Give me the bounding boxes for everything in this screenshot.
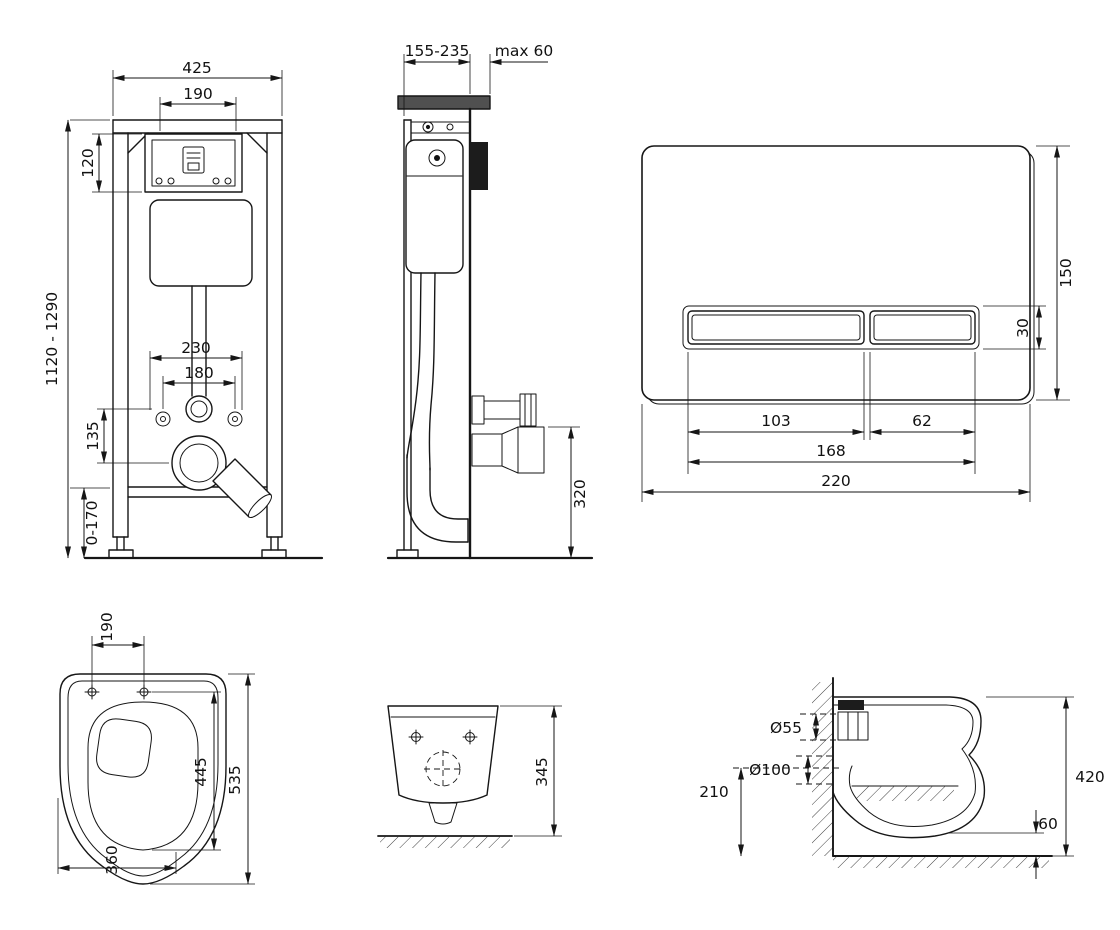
dim-bowl-bolt-spacing: 190 <box>98 612 116 642</box>
bowl-front-dimensions: 345 <box>500 705 562 837</box>
dim-button-large-width: 103 <box>761 412 791 430</box>
bowl-outline <box>59 673 227 885</box>
wall-hatch <box>812 682 833 856</box>
trap-outline <box>96 718 152 778</box>
dim-drain-offset: 135 <box>84 421 102 451</box>
dim-bowl-total-height: 420 <box>1075 768 1105 786</box>
dim-frame-width: 425 <box>182 59 212 77</box>
dim-frame-depth: 155-235 <box>405 42 470 60</box>
water-hatch <box>856 786 954 801</box>
dim-buttons-total-width: 168 <box>816 442 846 460</box>
dim-plate-width: 220 <box>821 472 851 490</box>
dim-button-small-width: 62 <box>912 412 932 430</box>
inlet-connector <box>837 711 869 741</box>
top-fixing-rail <box>397 95 491 110</box>
cistern-side <box>405 139 464 274</box>
flush-button-small <box>869 310 976 345</box>
fixing-points <box>155 395 243 427</box>
dim-inlet-diameter: Ø55 <box>770 719 802 737</box>
ground-hatch-front <box>380 836 510 848</box>
flush-plate <box>641 145 1031 401</box>
bowl-opening <box>87 701 199 851</box>
dim-frame-plate-height: 120 <box>79 148 97 178</box>
dim-max-finish: max 60 <box>495 42 553 60</box>
bowl-top-view: 190 445 535 360 <box>57 612 255 885</box>
dim-foot-adjust: 0-170 <box>83 500 101 545</box>
dim-supply-spacing: 230 <box>181 339 211 357</box>
bolt-marks <box>408 729 478 745</box>
dim-bolt-spacing: 180 <box>184 364 214 382</box>
wall-connectors <box>471 393 545 474</box>
dim-plate-height: 150 <box>1057 258 1075 288</box>
fixing-hole-marks <box>84 684 152 700</box>
bowl-front-view: 345 <box>377 705 562 848</box>
bowl-top-dimensions: 190 445 535 360 <box>57 612 255 885</box>
cistern-tank <box>149 199 253 287</box>
flush-bend-pipe <box>406 272 469 543</box>
dim-bowl-depth: 535 <box>226 765 244 795</box>
frame-side-dimensions: 155-235 max 60 320 <box>403 42 589 559</box>
bowl-side-profile <box>832 696 986 839</box>
bowl-outlet-stub <box>428 802 458 825</box>
dim-floor-clearance: 60 <box>1038 815 1058 833</box>
dim-button-height: 30 <box>1014 318 1032 338</box>
bowl-side-dimensions: Ø55 Ø100 210 420 60 <box>699 696 1105 879</box>
cistern-access-box <box>144 133 243 193</box>
flush-button-large <box>687 310 865 345</box>
button-recess <box>682 305 980 350</box>
wall-bracket <box>470 142 488 190</box>
dim-outlet-center-height: 210 <box>699 783 729 801</box>
bowl-side-view: Ø55 Ø100 210 420 60 <box>699 677 1105 879</box>
dim-frame-height: 1120 - 1290 <box>43 292 61 386</box>
frame-structure <box>108 119 287 559</box>
frame-front-dimensions: 425 190 120 1120 - 1290 230 180 135 <box>43 59 283 559</box>
fill-valve <box>428 149 446 167</box>
frame-side-view: 155-235 max 60 320 <box>386 42 594 560</box>
dim-bowl-width: 360 <box>103 845 121 875</box>
flush-pipe <box>191 285 207 397</box>
top-bracket <box>410 121 471 134</box>
frame-front-view: 425 190 120 1120 - 1290 230 180 135 <box>43 59 324 560</box>
inlet-connector-dark <box>838 700 864 710</box>
flush-plate-dimensions: 150 30 103 62 168 220 <box>641 145 1075 502</box>
drain-outlet <box>171 435 273 519</box>
dim-bowl-inner-depth: 445 <box>192 757 210 787</box>
dim-frame-plate-width: 190 <box>183 85 213 103</box>
dim-outlet-diameter: Ø100 <box>749 761 791 779</box>
dim-outlet-height: 320 <box>571 479 589 509</box>
dim-bowl-height: 345 <box>533 757 551 787</box>
flush-plate-view: 150 30 103 62 168 220 <box>641 145 1075 502</box>
floor-hatch <box>833 856 1049 868</box>
